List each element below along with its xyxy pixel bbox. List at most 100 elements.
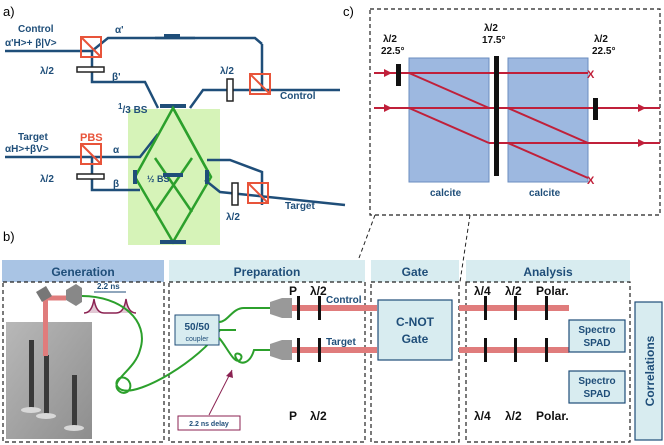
wp3-angle: 22.5° (592, 46, 615, 57)
target-out-pbs (247, 182, 269, 204)
bottom-mirror (160, 240, 186, 244)
spad-control-box (568, 319, 626, 353)
control-state: α'H>+ β|V> (5, 38, 57, 49)
target-beam-label: Target (326, 337, 356, 348)
halfwave-label-bottom: λ/2 (310, 409, 327, 423)
control-beta-path (90, 51, 160, 109)
coupler-sub-label: coupler (186, 336, 210, 343)
polarizer-target (297, 338, 300, 362)
calcite-crystal-1 (408, 57, 490, 183)
cnot-gate-box (377, 299, 453, 361)
control-out-pbs (249, 73, 271, 95)
calcite-crystal-2 (507, 57, 589, 183)
polarizer-control (297, 296, 300, 320)
collimator-target (270, 340, 292, 360)
header-analysis-text: Analysis (523, 265, 573, 279)
target-output-path (204, 179, 346, 207)
correlations-label: Correlations (643, 335, 657, 406)
beta-prime-label: β' (112, 72, 120, 83)
half-bs-label: ½ BS (147, 174, 170, 184)
target-out-halfwave-plate (231, 182, 239, 206)
spad-control-line2: SPAD (583, 338, 610, 349)
control-label: Control (18, 24, 54, 35)
control-out-label: Control (280, 91, 316, 102)
header-gate (371, 260, 459, 282)
quarterwave-control (484, 296, 487, 320)
wp2-angle: 17.5° (482, 35, 505, 46)
panel-b-label: b) (3, 229, 15, 244)
target-beta-path (90, 157, 140, 192)
halfwave-target-label: λ/2 (226, 212, 240, 223)
fiber-coupler-gen (66, 284, 82, 306)
control-alpha-path (5, 36, 263, 53)
mirror-gen (36, 286, 52, 302)
control-out-halfwave-plate (226, 78, 234, 102)
header-generation (2, 260, 164, 282)
delay-time-label: 2.2 ns (97, 282, 120, 291)
calcite-label-1: calcite (430, 188, 462, 199)
block-mark-top: X (587, 69, 595, 81)
halfwave-analysis-label-bottom: λ/2 (505, 409, 522, 423)
pulse-train (83, 298, 137, 314)
waveplate-1 (396, 64, 401, 86)
control-transmit-path (188, 88, 245, 109)
quarterwave-label-bottom: λ/4 (474, 409, 491, 423)
nanowires (29, 340, 77, 427)
block-mark-bottom: X (587, 175, 595, 187)
box-gate (370, 281, 460, 443)
zoom-line-left (358, 214, 376, 259)
header-analysis (466, 260, 630, 282)
beam-target-prep (292, 347, 377, 353)
fiber-target (218, 337, 270, 364)
spad-target-line2: SPAD (583, 389, 610, 400)
header-preparation (169, 260, 365, 282)
spad-target-line1: Spectro (578, 376, 615, 387)
coupler-box (174, 314, 220, 346)
target-recombine (207, 158, 264, 205)
halfwave-label-top: λ/2 (310, 284, 327, 298)
wp1-angle: 22.5° (381, 46, 404, 57)
spad-control-line1: Spectro (578, 325, 615, 336)
fiber-control (218, 307, 270, 323)
p-label-bottom: P (289, 409, 297, 423)
wp2-label: λ/2 (484, 23, 498, 34)
left-mirror (133, 170, 137, 184)
delay-box-label: 2.2 ns delay (189, 421, 229, 428)
panel-a-label: a) (3, 4, 15, 19)
header-preparation-text: Preparation (234, 265, 301, 279)
panel-c-label: c) (343, 4, 354, 19)
correlations-box (634, 301, 663, 441)
collimator-control (270, 298, 292, 318)
box-generation (2, 281, 165, 443)
control-pbs (80, 36, 102, 58)
halfwave-target-left-label: λ/2 (40, 174, 54, 185)
alpha-prime-label: α' (115, 25, 124, 36)
halfwave-control (318, 296, 321, 320)
target-state: αH>+βV> (5, 144, 49, 155)
bs-third-label: 1/3 BS (118, 102, 148, 116)
target-pbs (80, 143, 102, 165)
p-label-top: P (289, 284, 297, 298)
pump-beam (43, 298, 48, 356)
gate-line-2: Gate (402, 332, 429, 346)
spad-target-box (568, 370, 626, 404)
halfwave-analysis-target (514, 338, 517, 362)
mirror-top (164, 34, 180, 38)
target-alpha-path (5, 133, 159, 159)
target-halfwave-plate (76, 173, 105, 180)
beam-control-prep (292, 305, 377, 311)
panel-c-frame (369, 8, 661, 216)
waveplate-2 (494, 56, 499, 176)
gate-line-1: C-NOT (396, 315, 435, 329)
right-mirror (205, 170, 209, 184)
quarterwave-target (484, 338, 487, 362)
waveplate-3 (593, 98, 598, 120)
coupler-label: 50/50 (184, 322, 209, 333)
polarizer-analysis-control (545, 296, 548, 320)
control-beam-label: Control (326, 295, 362, 306)
half-bs (163, 173, 183, 177)
halfwave-target (318, 338, 321, 362)
header-gate-text: Gate (402, 265, 429, 279)
header-generation-text: Generation (51, 265, 114, 279)
